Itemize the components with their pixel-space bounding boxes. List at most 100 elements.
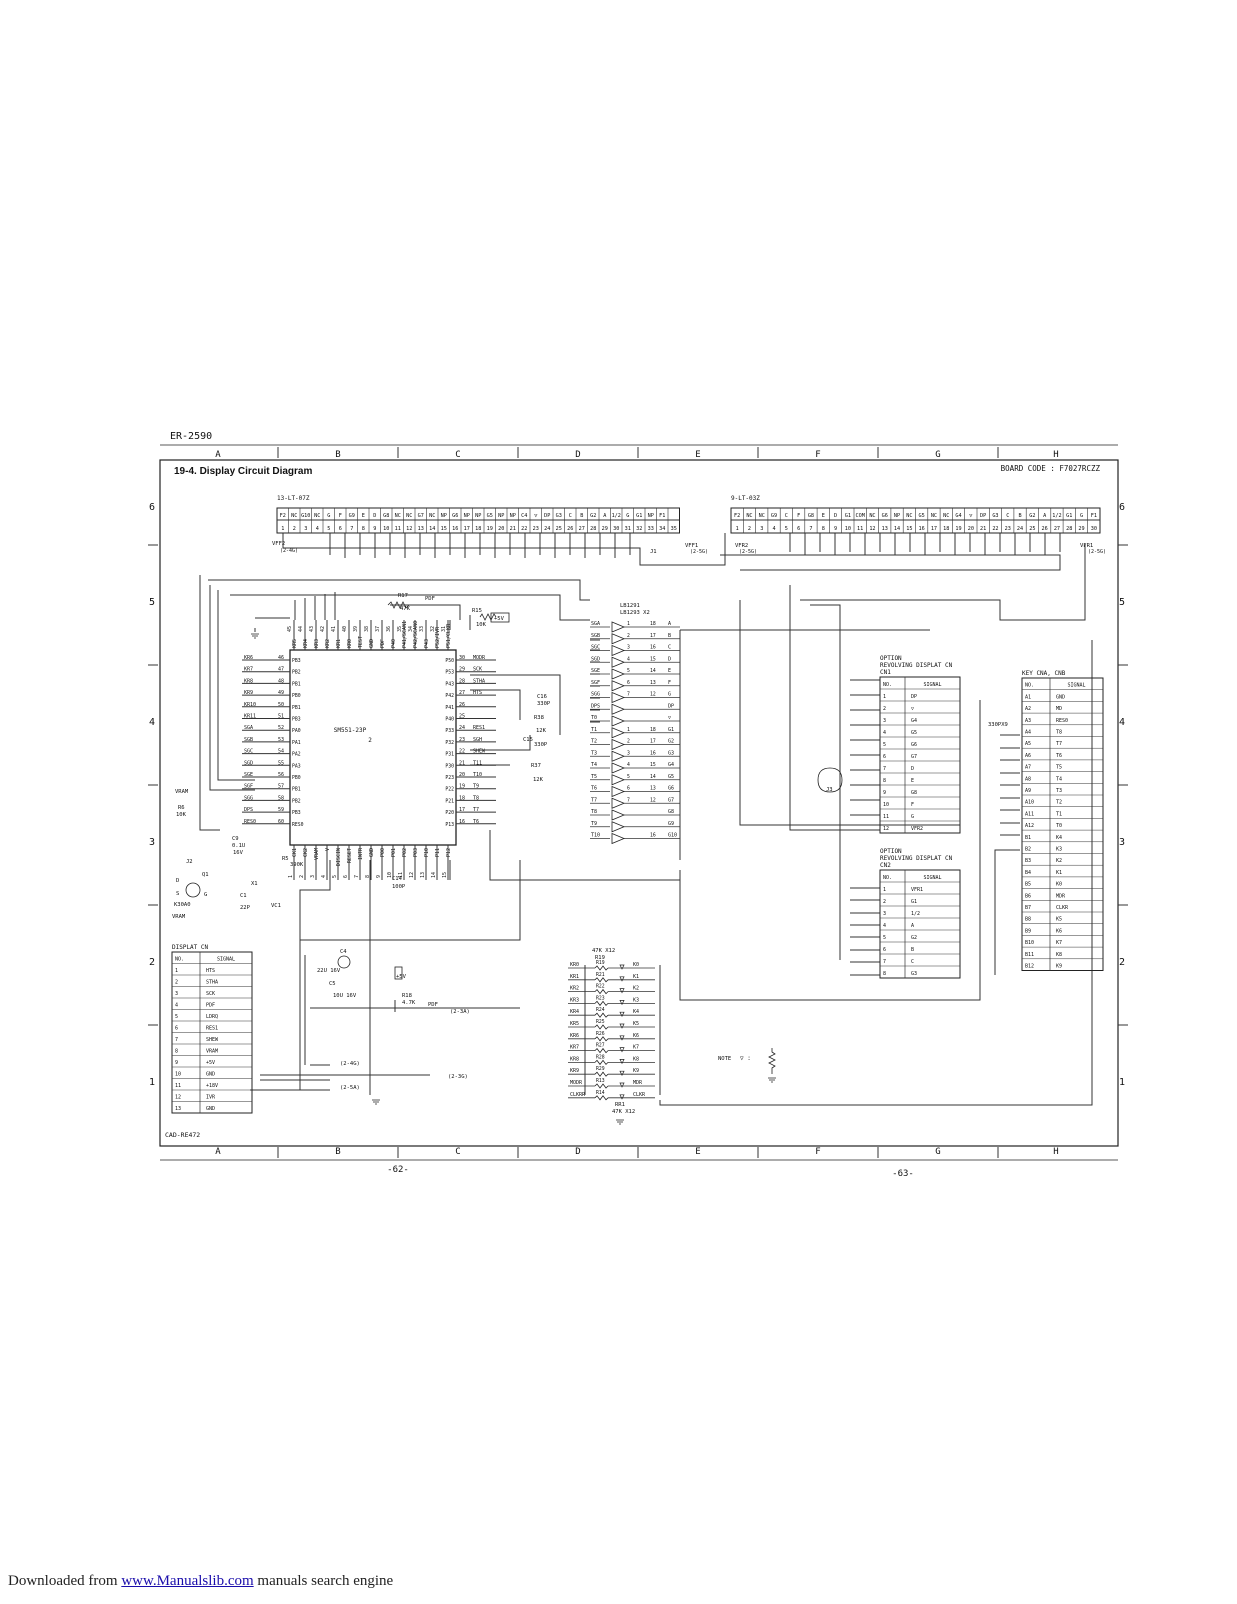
driver-pin-in: 6 — [627, 786, 630, 792]
vfd-left-signal: NC — [429, 513, 435, 519]
vfd-left-pin: 23 — [533, 526, 539, 532]
driver-pin-out: 13 — [650, 786, 656, 792]
ic-left-pin-num: 50 — [278, 702, 284, 708]
vfd-left-signal: DP — [544, 513, 550, 519]
vfd-left-signal: G8 — [383, 513, 389, 519]
option-cn2-cell-no: 5 — [883, 935, 886, 941]
ic-top-pin-num: 42 — [320, 626, 326, 632]
ic-left-signal: KR8 — [244, 678, 253, 684]
vfr2-label: VFR2 — [735, 543, 748, 549]
ic-left-pin-num: 52 — [278, 725, 284, 731]
resistor-zigzag — [594, 1071, 609, 1077]
resistor-left-signal: KR3 — [570, 997, 579, 1003]
driver-input: T2 — [591, 739, 597, 745]
resistor-left-signal: KR5 — [570, 1021, 579, 1027]
r15-label: R15 — [472, 608, 482, 614]
resistor-left-signal: KR9 — [570, 1068, 579, 1074]
display-cn-cell-no: 6 — [175, 1026, 178, 1032]
key-cn-cell-signal: K9 — [1056, 964, 1062, 970]
vfd-left-pin: 3 — [304, 526, 307, 532]
ic-left-port: PB3 — [292, 810, 301, 816]
resistor-zigzag — [594, 1083, 609, 1089]
vfd-right-pin: 4 — [772, 526, 775, 532]
ic-right-pin-num: 26 — [459, 702, 465, 708]
driver-pin-out: 15 — [650, 762, 656, 768]
vfd-left-signal: NP — [498, 513, 504, 519]
buffer-icon — [611, 715, 626, 727]
footer-suffix: manuals search engine — [253, 1573, 394, 1589]
option-cn1-cell-no: 6 — [883, 754, 886, 760]
manualslib-link[interactable]: www.Manualslib.com — [121, 1573, 254, 1589]
option-cn2-head-signal: SIGNAL — [923, 875, 941, 881]
option-cn1-cell-no: 9 — [883, 790, 886, 796]
vfd-left-pin: 10 — [383, 526, 389, 532]
buffer-icon — [611, 656, 626, 668]
vfd-left-signal: NP — [441, 513, 447, 519]
ic-right-pin-num: 23 — [459, 737, 465, 743]
key-cn-cell-signal: CLKR — [1056, 905, 1069, 911]
ic-left-port: PA3 — [292, 763, 301, 769]
option-cn1-cell-no: 4 — [883, 730, 886, 736]
grid-col-bottom-A: A — [215, 1147, 221, 1157]
vfd-right-pin: 3 — [760, 526, 763, 532]
option-cn1-cell-signal: E — [911, 778, 914, 784]
key-cn-cell-signal: T4 — [1056, 776, 1062, 782]
ic-bottom-pin-num: 6 — [343, 875, 349, 878]
ic-top-pin-num: 38 — [364, 626, 370, 632]
ic-right-pin-num: 19 — [459, 784, 465, 790]
key-cn-cell-signal: K3 — [1056, 847, 1062, 853]
key-cn-cell-no: A7 — [1025, 765, 1031, 771]
option-cn1-head-no: NO. — [883, 682, 892, 688]
option-cn1-cell-no: 11 — [883, 814, 889, 820]
ic-right-port: P20 — [445, 810, 454, 816]
vfd-right-pin: 30 — [1091, 526, 1097, 532]
diode-icon — [619, 1047, 625, 1053]
ic-right-signal: T9 — [473, 784, 479, 790]
display-cn-cell-signal: SHEW — [206, 1037, 219, 1043]
ic-right-pin-num: 16 — [459, 819, 465, 825]
display-cn-cell-no: 4 — [175, 1003, 178, 1009]
option-cn1-cell-signal: G5 — [911, 730, 917, 736]
driver-pin-in: 4 — [627, 656, 630, 662]
option-cn1-cell-no: 1 — [883, 694, 886, 700]
driver-pin-in: 5 — [627, 774, 630, 780]
vfd-left-pin: 25 — [556, 526, 562, 532]
ic-left-signal: SGD — [244, 760, 253, 766]
q1-gate: G — [204, 892, 207, 898]
driver-input: DPS — [591, 703, 600, 709]
grid-col-top-G: G — [935, 450, 940, 460]
ic-top-pin-num: 31 — [441, 626, 447, 632]
vfr2-ref: (2-5G) — [739, 549, 757, 555]
vfd-left-pin: 9 — [373, 526, 376, 532]
plus5v-label: +5V — [494, 616, 505, 622]
key-cn-cell-no: B5 — [1025, 882, 1031, 888]
resistor-ref: R22 — [596, 984, 605, 990]
page-number-right: -63- — [892, 1169, 914, 1179]
ic-right-signal: T8 — [473, 795, 479, 801]
vfd-right-signal: G1 — [845, 513, 851, 519]
key-cn-cell-no: B11 — [1025, 952, 1034, 958]
jumper-j3-icon — [817, 767, 843, 793]
vfd-left-pin: 17 — [464, 526, 470, 532]
ic-top-pin-name: KR4 — [303, 639, 309, 648]
vfd-right-signal: C — [1006, 513, 1009, 519]
option-cn2-cell-signal: VFR1 — [911, 887, 923, 893]
ic-bottom-pin-name: P02 — [402, 848, 408, 857]
resistor-ref: R13 — [596, 1078, 605, 1084]
key-cn-cell-signal: T5 — [1056, 765, 1062, 771]
resistor-r15-icon — [479, 613, 497, 621]
frame — [159, 444, 1119, 1161]
option-cn1-cell-signal: DP — [911, 694, 917, 700]
ic-left-signal: SGG — [244, 795, 253, 801]
grid-col-top-B: B — [335, 450, 340, 460]
buffer-icon — [611, 762, 626, 774]
ic-left-pin-num: 51 — [278, 714, 284, 720]
ic-top-pin-name: KR1 — [336, 639, 342, 648]
key-cn-cell-no: B12 — [1025, 964, 1034, 970]
driver-input: T5 — [591, 774, 597, 780]
vram2-label: VRAM — [172, 914, 186, 920]
ic-top-pin-num: 45 — [287, 626, 293, 632]
ic-bottom-pin-name: VRAM — [314, 848, 320, 860]
display-cn-cell-no: 5 — [175, 1014, 178, 1020]
resistor-ref: R24 — [596, 1007, 605, 1013]
